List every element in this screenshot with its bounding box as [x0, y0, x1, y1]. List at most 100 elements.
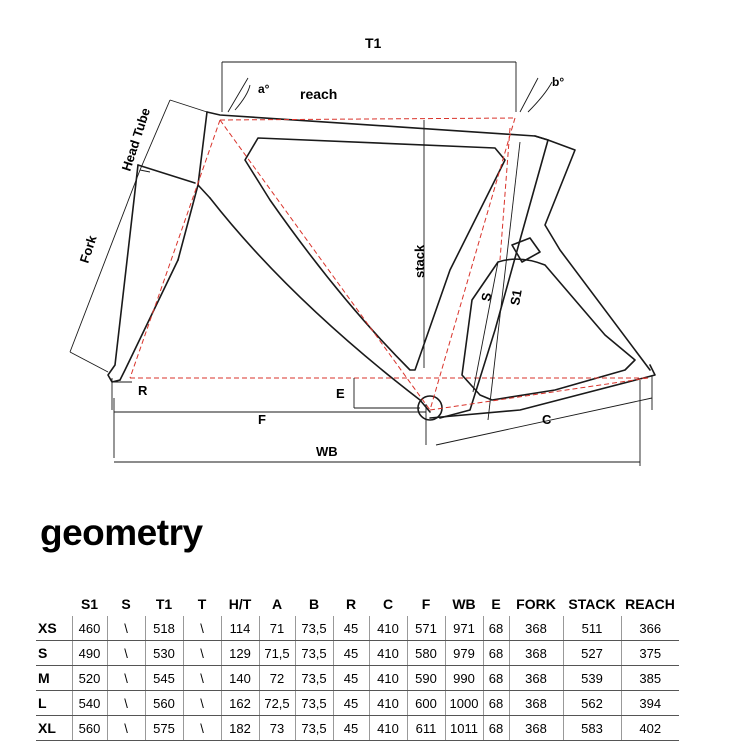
table-cell: 368: [508, 616, 563, 641]
table-cell: \: [106, 715, 145, 741]
table-cell: 583: [562, 715, 621, 741]
table-cell: 511: [562, 616, 621, 641]
table-cell: \: [182, 715, 221, 741]
header-cell: [36, 592, 72, 616]
header-cell: H/T: [228, 596, 252, 612]
table-cell: 611: [406, 715, 445, 741]
table-cell: 68: [482, 690, 509, 716]
label-c: C: [542, 412, 552, 427]
table-cell: 979: [444, 640, 483, 666]
table-cell: 73: [258, 715, 295, 741]
table-cell: 590: [406, 665, 445, 691]
header-cell: FORK: [516, 596, 556, 612]
table-cell: 375: [620, 640, 679, 666]
dimension-lines: [69, 61, 653, 466]
table-cell: \: [106, 616, 145, 641]
size-cell: M: [36, 665, 72, 691]
header-cell: T: [197, 596, 207, 612]
table-cell: 72: [258, 665, 295, 691]
table-cell: 530: [144, 640, 183, 666]
label-f: F: [258, 412, 266, 427]
table-cell: \: [182, 665, 221, 691]
table-cell: 410: [368, 665, 407, 691]
table-cell: 560: [144, 690, 183, 716]
label-wb: WB: [316, 444, 338, 459]
table-cell: 385: [620, 665, 679, 691]
label-e: E: [336, 386, 345, 401]
table-cell: 571: [406, 616, 445, 641]
table-cell: 68: [482, 665, 509, 691]
table-cell: 580: [406, 640, 445, 666]
table-cell: 540: [71, 690, 107, 716]
frame-outline: [107, 111, 656, 421]
table-row: XL 560 \ 575 \ 182 73 73,5 45 410 611 10…: [36, 715, 679, 741]
table-cell: \: [182, 616, 221, 641]
header-cell: WB: [452, 596, 476, 612]
label-head-tube: Head Tube: [119, 106, 154, 173]
table-cell: 73,5: [294, 616, 333, 641]
table-cell: 366: [620, 616, 679, 641]
table-cell: 410: [368, 690, 407, 716]
table-cell: 527: [562, 640, 621, 666]
table-cell: 368: [508, 715, 563, 741]
table-cell: 68: [482, 640, 509, 666]
table-cell: 45: [332, 665, 369, 691]
table-cell: 1000: [444, 690, 483, 716]
size-cell: L: [36, 690, 72, 716]
table-row: L 540 \ 560 \ 162 72,5 73,5 45 410 600 1…: [36, 690, 679, 716]
header-cell: F: [421, 596, 431, 612]
size-cell: S: [36, 640, 72, 666]
table-cell: 490: [71, 640, 107, 666]
table-cell: 520: [71, 665, 107, 691]
label-s1: S1: [507, 288, 525, 306]
table-cell: 129: [220, 640, 259, 666]
label-t1: T1: [365, 35, 382, 51]
table-cell: 114: [220, 616, 259, 641]
table-cell: 562: [562, 690, 621, 716]
table-cell: 368: [508, 690, 563, 716]
table-header-row: S1 S T1 T H/T A B R C F WB E FORK STACK …: [36, 592, 679, 616]
label-stack: stack: [412, 244, 427, 278]
table-cell: 410: [368, 616, 407, 641]
geometry-red-lines: [129, 117, 649, 411]
table-cell: 73,5: [294, 715, 333, 741]
header-cell: STACK: [568, 596, 616, 612]
table-cell: 73,5: [294, 665, 333, 691]
table-cell: 140: [220, 665, 259, 691]
table-cell: 45: [332, 690, 369, 716]
table-cell: 410: [368, 640, 407, 666]
table-cell: 971: [444, 616, 483, 641]
table-cell: 600: [406, 690, 445, 716]
label-a-angle: a°: [258, 82, 270, 96]
table-cell: 73,5: [294, 690, 333, 716]
header-cell: A: [271, 596, 283, 612]
table-cell: \: [182, 690, 221, 716]
table-cell: 72,5: [258, 690, 295, 716]
header-cell: T1: [155, 596, 173, 612]
bottom-bracket-icon: [417, 395, 443, 421]
table-cell: 68: [482, 715, 509, 741]
header-cell: S: [121, 596, 131, 612]
table-cell: 575: [144, 715, 183, 741]
geometry-table: S1 S T1 T H/T A B R C F WB E FORK STACK …: [36, 592, 679, 741]
table-cell: 368: [508, 640, 563, 666]
header-cell: S1: [80, 596, 99, 612]
table-row: XS 460 \ 518 \ 114 71 73,5 45 410 571 97…: [36, 616, 679, 641]
table-cell: 402: [620, 715, 679, 741]
table-cell: 394: [620, 690, 679, 716]
table-cell: \: [106, 690, 145, 716]
table-cell: 1011: [444, 715, 483, 741]
label-reach: reach: [300, 86, 337, 102]
header-cell: REACH: [625, 596, 675, 612]
table-cell: 71,5: [258, 640, 295, 666]
table-cell: 990: [444, 665, 483, 691]
header-cell: C: [382, 596, 394, 612]
table-row: M 520 \ 545 \ 140 72 73,5 45 410 590 990…: [36, 665, 679, 691]
table-cell: 73,5: [294, 640, 333, 666]
header-cell: E: [491, 596, 501, 612]
table-cell: 539: [562, 665, 621, 691]
table-cell: 182: [220, 715, 259, 741]
geometry-title: geometry: [40, 512, 203, 553]
table-cell: 45: [332, 640, 369, 666]
table-cell: 162: [220, 690, 259, 716]
